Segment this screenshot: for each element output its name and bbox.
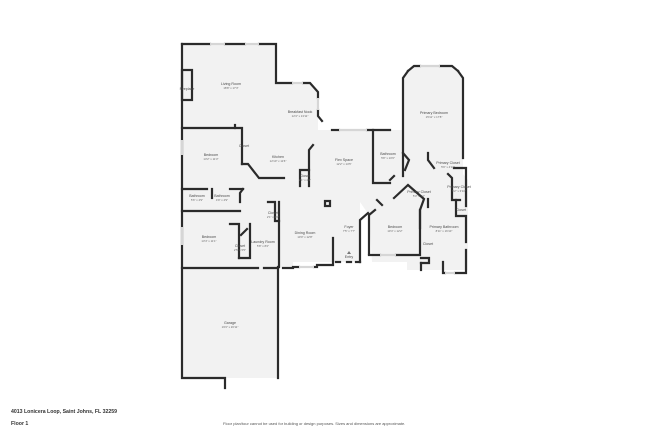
room-dimensions: 10'4" x 12'2" [387, 229, 402, 233]
room-dimensions: 5'9" x 4'10" [441, 165, 455, 169]
room-dimensions: 8'11" x 16'10" [436, 229, 453, 233]
room-name: Entry [345, 255, 354, 259]
room-dimensions: 5'3" x 7'1" [413, 194, 425, 198]
room-name: Bathroom [189, 194, 205, 198]
room-name: Bedroom [388, 225, 403, 229]
room-dimensions: 5'6" x 4'9" [191, 198, 203, 202]
room-name: Bathroom [214, 194, 230, 198]
room-name: Garage [224, 321, 236, 325]
room-name: Closet [423, 242, 433, 246]
room-name: Bedroom [204, 153, 219, 157]
room-dimensions: 10'0" x 12'8" [297, 235, 312, 239]
disclaimer: Floor plan/tour cannot be used for build… [223, 421, 406, 426]
room-dimensions: 13'2" x 11'3" [203, 157, 218, 161]
room-name: Primary Bedroom [420, 111, 448, 115]
room-name: Kitchen [272, 155, 284, 159]
floor-label: Floor 1 [11, 421, 29, 427]
room-name: Living Room [221, 82, 241, 86]
property-address: 4013 Lonicera Loop, Saint Johns, FL 3225… [11, 409, 117, 415]
room-dimensions: 5'2" x 3'10" [452, 189, 466, 193]
room-name: Laundry Room [251, 240, 275, 244]
room-name: Breakfast Nook [288, 110, 313, 114]
room-name: Dining Room [295, 231, 316, 235]
room-name: Bedroom [202, 235, 217, 239]
room-name: Closet [239, 144, 249, 148]
room-dimensions: 19'3" x 26'11" [222, 325, 239, 329]
room-name: Foyer [344, 225, 354, 229]
windows [180, 42, 455, 275]
room-dimensions: 2'1" x 4'0" [267, 215, 279, 219]
room-dimensions: 7'5" x 7'7" [343, 229, 355, 233]
room-dimensions: 12'2" x 14'5" [336, 162, 351, 166]
room-dimensions: 18'8" x 17'3" [223, 86, 238, 90]
room-name: Closet [300, 174, 310, 178]
room-dimensions: 5'8" x 8'2" [257, 244, 269, 248]
room-dimensions: 12'10" x 11'6" [270, 159, 287, 163]
room-dimensions: 13'4" x 11'1" [201, 239, 216, 243]
room-name: Closet [235, 244, 245, 248]
room-dimensions: 12'4" x 13'11" [292, 114, 309, 118]
room-name: Closet [268, 211, 278, 215]
room-name: Closet [456, 208, 466, 212]
room-name: Bathroom [380, 152, 396, 156]
room-name: Primary Bathroom [430, 225, 459, 229]
room-dimensions: 4'9" x 4'9" [216, 198, 228, 202]
room-dimensions: 2'1" x 2'4" [299, 178, 311, 182]
room-name: Primary Closet [407, 190, 431, 194]
room-name: Flex Space [335, 158, 353, 162]
floor-areas [182, 44, 468, 378]
room-dimensions: 5'8" x 10'6" [381, 156, 395, 160]
entry-arrow-icon [347, 251, 351, 254]
walls [180, 42, 468, 390]
room-name: Primary Closet [436, 161, 460, 165]
room-name: Primary Closet [447, 185, 471, 189]
room-dimensions: 2'5" x 5'5" [234, 248, 246, 252]
room-dimensions: 15'11" x 17'8" [426, 115, 443, 119]
room-name: Fireplace [180, 87, 195, 91]
